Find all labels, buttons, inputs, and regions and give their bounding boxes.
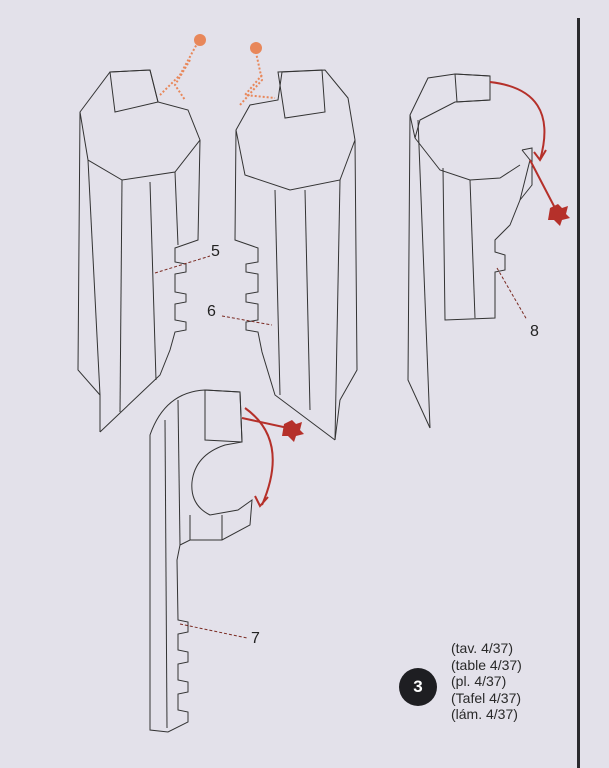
reference-fr: (pl. 4/37) — [451, 673, 507, 689]
leader-8 — [496, 267, 528, 321]
glue-mark-icon — [282, 420, 304, 442]
leader-7 — [179, 623, 248, 639]
arrow-bottom — [244, 407, 274, 506]
page-divider — [577, 18, 580, 768]
reference-es: (lám. 4/37) — [451, 706, 518, 722]
arrow-right — [489, 81, 546, 161]
part-right — [407, 73, 533, 429]
glue-point-icons — [282, 204, 570, 442]
reference-en: (table 4/37) — [451, 656, 522, 673]
part-middle — [234, 69, 358, 441]
part-label-7: 7 — [251, 630, 260, 647]
leader-6 — [221, 315, 273, 326]
glue-splat-icons — [194, 34, 262, 54]
part-label-5: 5 — [211, 243, 220, 260]
arrowhead-icon — [533, 149, 547, 162]
part-label-8: 8 — [530, 323, 539, 340]
leader-5 — [154, 255, 211, 274]
part-left — [77, 69, 201, 433]
reference-de: (Tafel 4/37) — [451, 689, 522, 706]
part-label-6: 6 — [207, 303, 216, 320]
fold-arrows — [241, 81, 556, 508]
glue-mark-icon — [548, 204, 570, 226]
leader-lines — [154, 255, 528, 639]
step-number-badge: 3 — [399, 668, 437, 706]
table-references: (tav. 4/37) (table 4/37) (pl. 4/37) (Taf… — [451, 640, 522, 723]
glue-traces — [159, 41, 276, 106]
arrowhead-icon — [254, 495, 269, 508]
reference-it: (tav. 4/37) — [451, 640, 513, 656]
part-bottom — [149, 389, 253, 733]
